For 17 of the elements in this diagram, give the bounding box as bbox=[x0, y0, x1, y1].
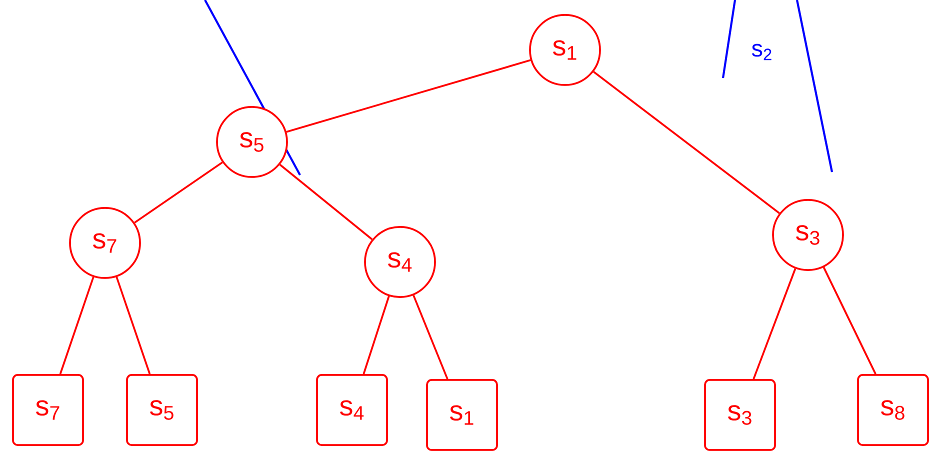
leaf-box: s$_{7}$ bbox=[12, 374, 84, 446]
leaf-box: s$_{8}$ bbox=[857, 374, 929, 446]
tree-edge bbox=[593, 71, 780, 214]
tree-edge bbox=[362, 296, 390, 374]
tree-edge bbox=[134, 162, 223, 224]
leaf-box: s$_{5}$ bbox=[126, 374, 198, 446]
tree-edge bbox=[286, 59, 531, 133]
tree-edge bbox=[412, 294, 448, 380]
tree-edge bbox=[116, 276, 151, 374]
leaf-box: s$_{1}$ bbox=[426, 379, 498, 451]
tree-edge bbox=[279, 164, 373, 240]
leaf-box: s$_{3}$ bbox=[704, 379, 776, 451]
leaf-box: s$_{4}$ bbox=[316, 374, 388, 446]
tree-edge bbox=[59, 276, 94, 374]
tree-edge bbox=[822, 266, 876, 374]
tree-edge bbox=[752, 268, 796, 380]
region-label: s$_{2}$ bbox=[752, 44, 772, 60]
